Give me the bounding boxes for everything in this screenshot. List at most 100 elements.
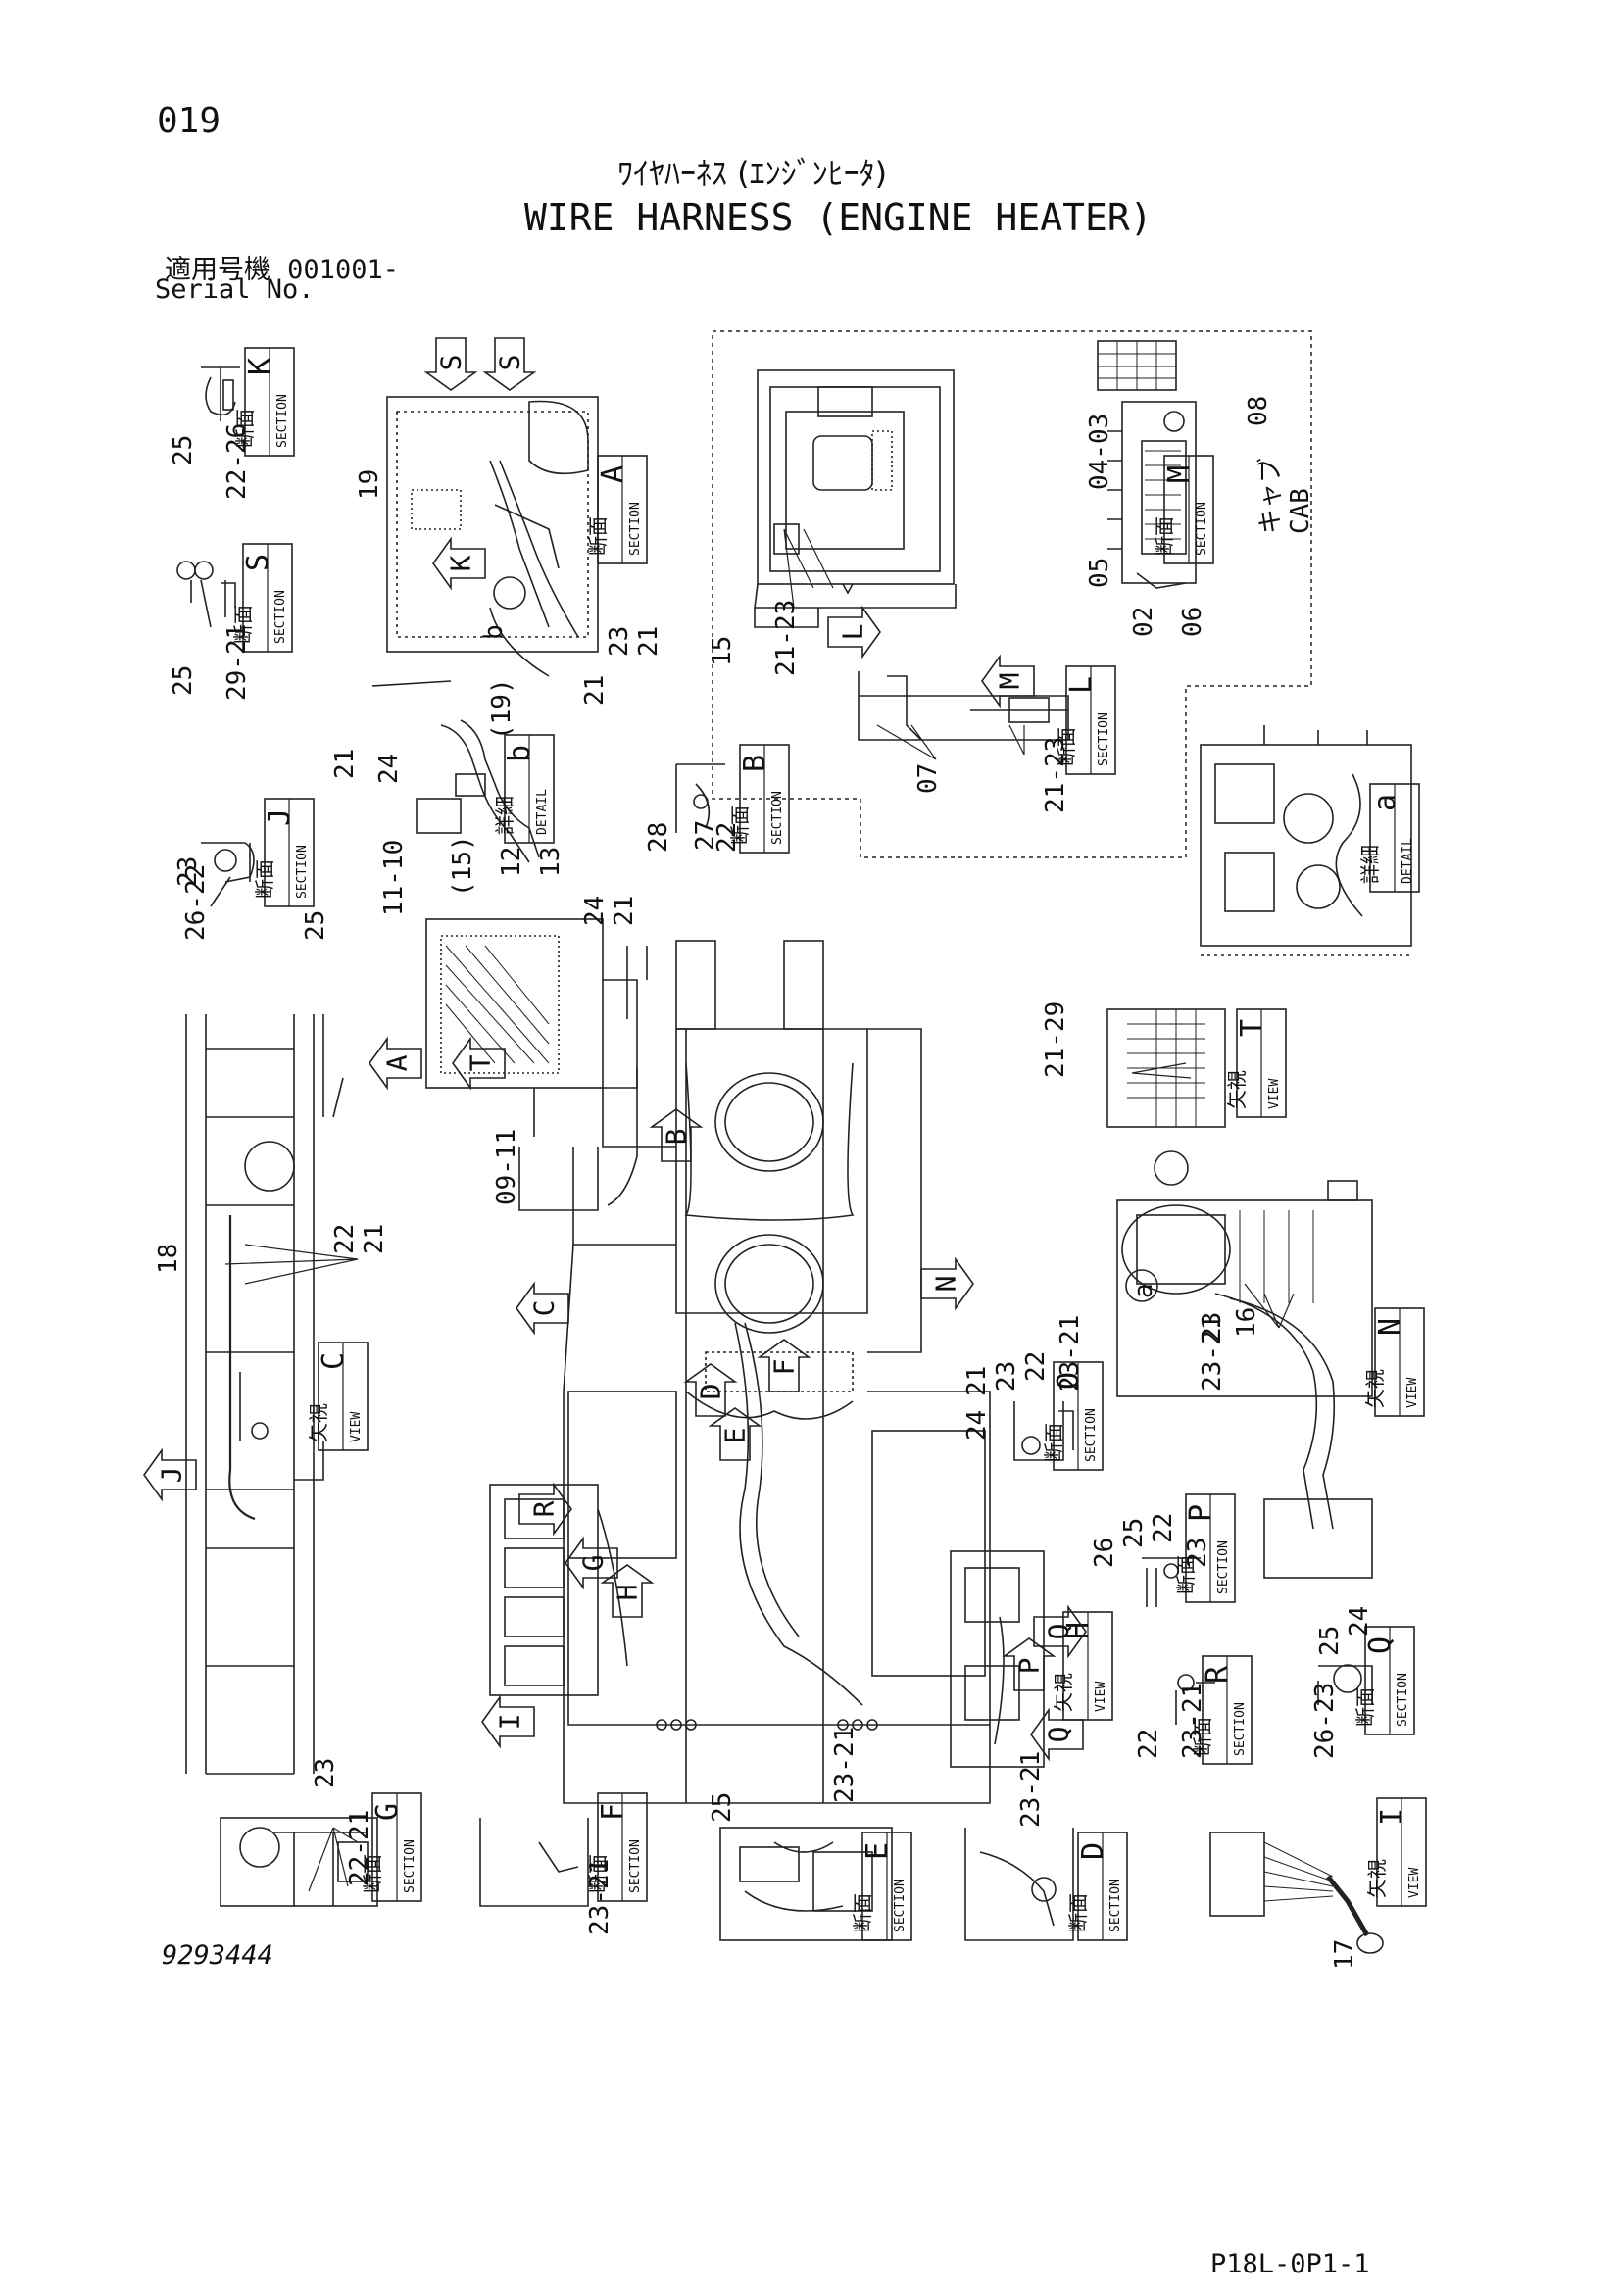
arrow-flag-M: M <box>981 654 1035 708</box>
arrow-flag-S: S <box>423 337 478 391</box>
tag-word-en: SECTION <box>628 502 643 556</box>
drawing-number: 9293444 <box>162 1940 273 1971</box>
arrow-flag-C: C <box>516 1281 569 1336</box>
arrow-flag-letter: R <box>528 1500 561 1517</box>
part-number-label: 24 <box>962 1410 992 1441</box>
section-j-drawing <box>201 842 255 907</box>
tag-word-en: VIEW <box>1267 1079 1282 1109</box>
section-d-drawing <box>964 1828 1074 1941</box>
tag-word-jp: 断面 <box>1066 1893 1090 1932</box>
part-number-label: 26-22 <box>181 864 211 941</box>
part-number-label: 07 <box>913 763 943 794</box>
part-number-label: 13 <box>536 847 565 877</box>
arrow-flag-letter: G <box>577 1555 610 1572</box>
arrow-flag-F: F <box>757 1339 811 1392</box>
arrow-flag-letter: T <box>465 1054 497 1071</box>
part-number-label: 23-21 <box>1178 1683 1207 1759</box>
tag-letter: K <box>243 358 277 375</box>
arrow-flag-Q: Q <box>1030 1707 1084 1762</box>
arrow-flag-letter: J <box>156 1467 188 1484</box>
tag-word-en: SECTION <box>273 590 288 644</box>
tag-letter: B <box>738 755 772 772</box>
view-i-drawing <box>1209 1832 1384 1954</box>
section-e-drawing <box>719 1827 893 1941</box>
arrow-flag-letter: E <box>719 1428 752 1444</box>
part-number-label: 21-23 <box>771 600 801 676</box>
tag-section-D: 断面 SECTION D <box>1066 1832 1128 1941</box>
tag-word-jp: 断面 <box>231 605 255 644</box>
part-number-label: 23-21 <box>585 1859 614 1935</box>
tag-word-jp: 断面 <box>253 859 276 899</box>
part-number-label: b <box>479 624 509 640</box>
tag-section-R: 断面 SECTION R <box>1191 1655 1253 1765</box>
page-code: P18L-0P1-1 <box>1210 2249 1370 2279</box>
tag-letter: H <box>1061 1622 1096 1639</box>
part-number-label: 23-21 <box>1016 1751 1046 1828</box>
tag-letter: M <box>1162 465 1197 483</box>
part-number-label: 02 <box>1129 607 1158 637</box>
arrow-flag-letter: L <box>837 624 869 641</box>
tag-word-en: SECTION <box>403 1839 418 1893</box>
part-number-label: 21-29 <box>1041 1001 1070 1078</box>
tag-letter: D <box>1076 1842 1110 1860</box>
arrow-flag-letter: P <box>1013 1658 1046 1675</box>
part-number-label: 22 <box>330 1224 360 1254</box>
arrow-flag-L: L <box>827 605 881 659</box>
tag-word-jp: 断面 <box>1153 516 1176 556</box>
part-number-label: 21 <box>580 675 610 706</box>
arrow-flag-letter: Q <box>1043 1727 1075 1743</box>
tag-word-jp: 断面 <box>851 1893 874 1932</box>
part-number-label: 28 <box>644 822 673 853</box>
tag-word-en: SECTION <box>1396 1673 1410 1727</box>
tag-word-en: SECTION <box>1108 1879 1123 1932</box>
tag-word-en: SECTION <box>770 791 785 845</box>
arrow-flag-letter: F <box>768 1359 801 1376</box>
tag-word-en: SECTION <box>1233 1702 1248 1756</box>
part-number-label: 25 <box>708 1792 737 1823</box>
tag-letter: A <box>596 465 630 483</box>
upper-frame-drawing <box>371 396 599 687</box>
part-number-label: 24 <box>580 896 610 926</box>
part-number-label: 23-21 <box>1056 1315 1085 1392</box>
part-number-label: 23 <box>605 626 634 657</box>
tag-word-jp: 断面 <box>586 516 610 556</box>
part-number-label: 22-26 <box>222 423 252 500</box>
part-number-label: 23-21 <box>1198 1315 1227 1392</box>
tag-letter: Q <box>1363 1637 1398 1654</box>
arrow-flag-H: H <box>600 1564 655 1618</box>
arrow-flag-G: G <box>565 1536 618 1590</box>
arrow-flag-P: P <box>1002 1637 1057 1691</box>
arrow-flag-letter: D <box>695 1384 727 1400</box>
part-number-label: 23 <box>1198 1312 1227 1343</box>
part-number-label: a <box>1129 1283 1158 1298</box>
tag-word-en: DETAIL <box>535 789 550 835</box>
arrow-flag-D: D <box>683 1363 738 1417</box>
tag-word-jp: 断面 <box>1191 1717 1214 1756</box>
arrow-flag-letter: Q <box>1043 1624 1075 1640</box>
tag-word-jp: 断面 <box>1055 727 1078 766</box>
serial-label-jp: 適用号機 <box>165 255 270 285</box>
cab-label-jp: キャブ <box>1256 458 1286 534</box>
part-number-label: 21 <box>330 749 360 779</box>
tag-word-en: SECTION <box>1097 712 1111 766</box>
tag-word-en: SECTION <box>275 394 290 448</box>
detail-a-drawing <box>1200 725 1412 956</box>
tag-letter: R <box>1201 1665 1235 1684</box>
part-number-label: 26 <box>1090 1538 1119 1568</box>
part-number-label: 25 <box>1119 1518 1149 1548</box>
part-number-label: 27 <box>691 820 720 851</box>
cab-floor-plan <box>754 369 957 628</box>
arrow-flag-letter: I <box>494 1714 526 1731</box>
section-f-drawing <box>479 1818 589 1907</box>
tag-word-en: SECTION <box>1216 1540 1231 1594</box>
tag-letter: J <box>263 808 297 826</box>
